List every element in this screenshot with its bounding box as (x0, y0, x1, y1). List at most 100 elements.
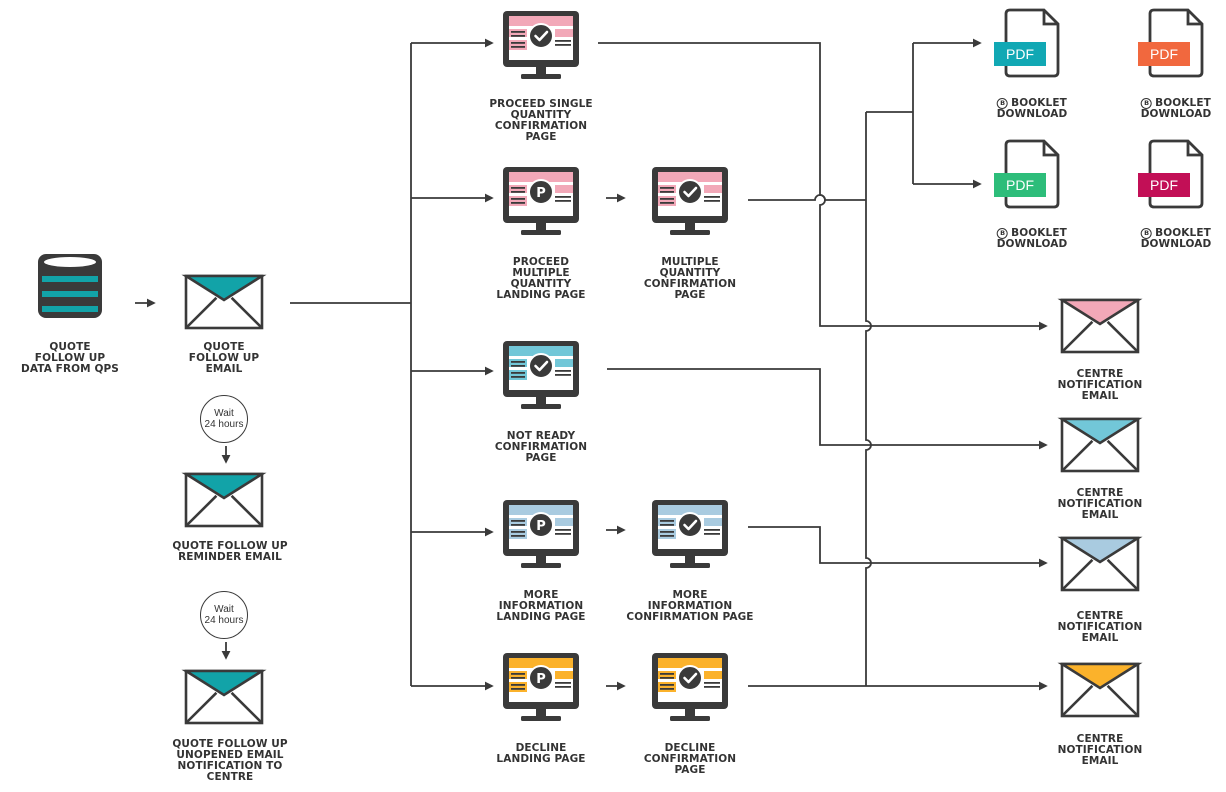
screen-text-line (660, 198, 674, 200)
wait-duration: 24 hours (204, 419, 244, 430)
label-line: DOWNLOAD (1140, 238, 1212, 250)
screen-block (555, 359, 573, 367)
monitor-base (670, 563, 710, 568)
screen-block (704, 185, 722, 193)
label-line: LANDING PAGE (496, 611, 586, 623)
label-line: PAGE (525, 452, 557, 464)
label-line: EMAIL (1081, 632, 1119, 644)
screen-block (555, 29, 573, 37)
screen-header-block (509, 172, 573, 182)
envelope-fold (185, 296, 263, 329)
label-line: QUANTITY (510, 109, 572, 121)
envelope-fold (1061, 684, 1139, 717)
label-line: PROCEED SINGLE (489, 98, 593, 110)
label-line: DATA FROM QPS (21, 363, 119, 375)
label-line: CENTRE (1076, 487, 1124, 499)
label-line: NOTIFICATION (1057, 498, 1143, 510)
database-top (44, 257, 96, 267)
landing-p-icon: P (536, 186, 546, 201)
envelope-flap (1057, 417, 1143, 445)
more-info-confirmation-label: MORE INFORMATION CONFIRMATION PAGE (626, 590, 753, 623)
screen-text-line (660, 202, 674, 204)
connector-multiple-to-booklets-a (748, 194, 866, 201)
decline-landing-monitor-icon: P (503, 653, 579, 721)
label-line: EMAIL (205, 363, 243, 375)
proceed-single-monitor-icon (503, 11, 579, 79)
screen-text-line (660, 531, 674, 533)
label-line: INFORMATION (498, 600, 584, 612)
monitor-neck (536, 223, 546, 231)
label-line: DOWNLOAD (996, 108, 1068, 120)
screen-text-line (704, 196, 720, 198)
envelope-flap (1057, 662, 1143, 690)
centre-email-label-1: CENTRE NOTIFICATION EMAIL (1058, 369, 1143, 402)
label-line: NOTIFICATION (1057, 744, 1143, 756)
label-line: BOOKLET (1011, 227, 1067, 239)
label-line: MORE (672, 589, 708, 601)
envelope-fold (185, 494, 263, 527)
label-line: CONFIRMATION (494, 120, 588, 132)
label-line: NOTIFICATION TO (177, 760, 283, 772)
screen-header-block (509, 505, 573, 515)
screen-text-line (660, 677, 674, 679)
label-line: QUOTE FOLLOW UP (172, 738, 288, 750)
label-line: QUOTE FOLLOW UP (172, 540, 288, 552)
label-line: CENTRE (206, 771, 254, 783)
screen-text-line (511, 35, 525, 37)
pdf-icon-orange: PDF (1138, 8, 1204, 78)
database-icon (38, 254, 102, 318)
decline-confirmation-label: DECLINE CONFIRMATION PAGE (644, 743, 736, 776)
monitor-base (521, 404, 561, 409)
check-icon (683, 672, 698, 684)
check-badge (528, 353, 554, 379)
check-icon (683, 186, 698, 198)
monitor-neck (685, 556, 695, 564)
label-line: MULTIPLE (512, 267, 570, 279)
pdf-tag (994, 173, 1046, 197)
monitor-neck (536, 556, 546, 564)
screen-text-line (704, 686, 720, 688)
envelope-fold (1061, 558, 1139, 591)
pdf-tag (994, 42, 1046, 66)
screen-block (555, 518, 573, 526)
screen-block (509, 29, 527, 37)
proceed-multiple-landing-monitor-icon: P (503, 167, 579, 235)
screen-text-line (660, 520, 674, 522)
screen-text-line (555, 686, 571, 688)
screen-text-line (555, 40, 571, 42)
screen-block (509, 359, 527, 367)
pdf-fold (1186, 141, 1202, 157)
screen-text-line (511, 376, 525, 378)
screen-block (509, 671, 527, 679)
landing-badge (528, 665, 554, 691)
screen-text-line (511, 198, 525, 200)
screen-header-block (658, 658, 722, 668)
label-line: CONFIRMATION (643, 278, 737, 290)
screen-text-line (555, 682, 571, 684)
label-line: BOOKLET (1155, 227, 1211, 239)
screen-block (509, 682, 527, 692)
screen-text-line (660, 673, 674, 675)
monitor-base (521, 563, 561, 568)
screen-block (509, 529, 527, 539)
label-line: CONFIRMATION (643, 753, 737, 765)
screen-block (555, 185, 573, 193)
centre-email-label-2: CENTRE NOTIFICATION EMAIL (1058, 488, 1143, 521)
label-line: CONFIRMATION PAGE (626, 611, 754, 623)
screen-header-block (658, 172, 722, 182)
label-line: QUANTITY (510, 278, 572, 290)
screen-text-line (555, 370, 571, 372)
landing-p-icon: P (536, 519, 546, 534)
screen-text-line (511, 535, 525, 537)
screen-text-line (511, 520, 525, 522)
decline-confirmation-monitor-icon (652, 653, 728, 721)
proceed-single-label: PROCEED SINGLE QUANTITY CONFIRMATION PAG… (489, 99, 592, 143)
label-line: FOLLOW UP (188, 352, 260, 364)
label-line: CENTRE (1076, 368, 1124, 380)
